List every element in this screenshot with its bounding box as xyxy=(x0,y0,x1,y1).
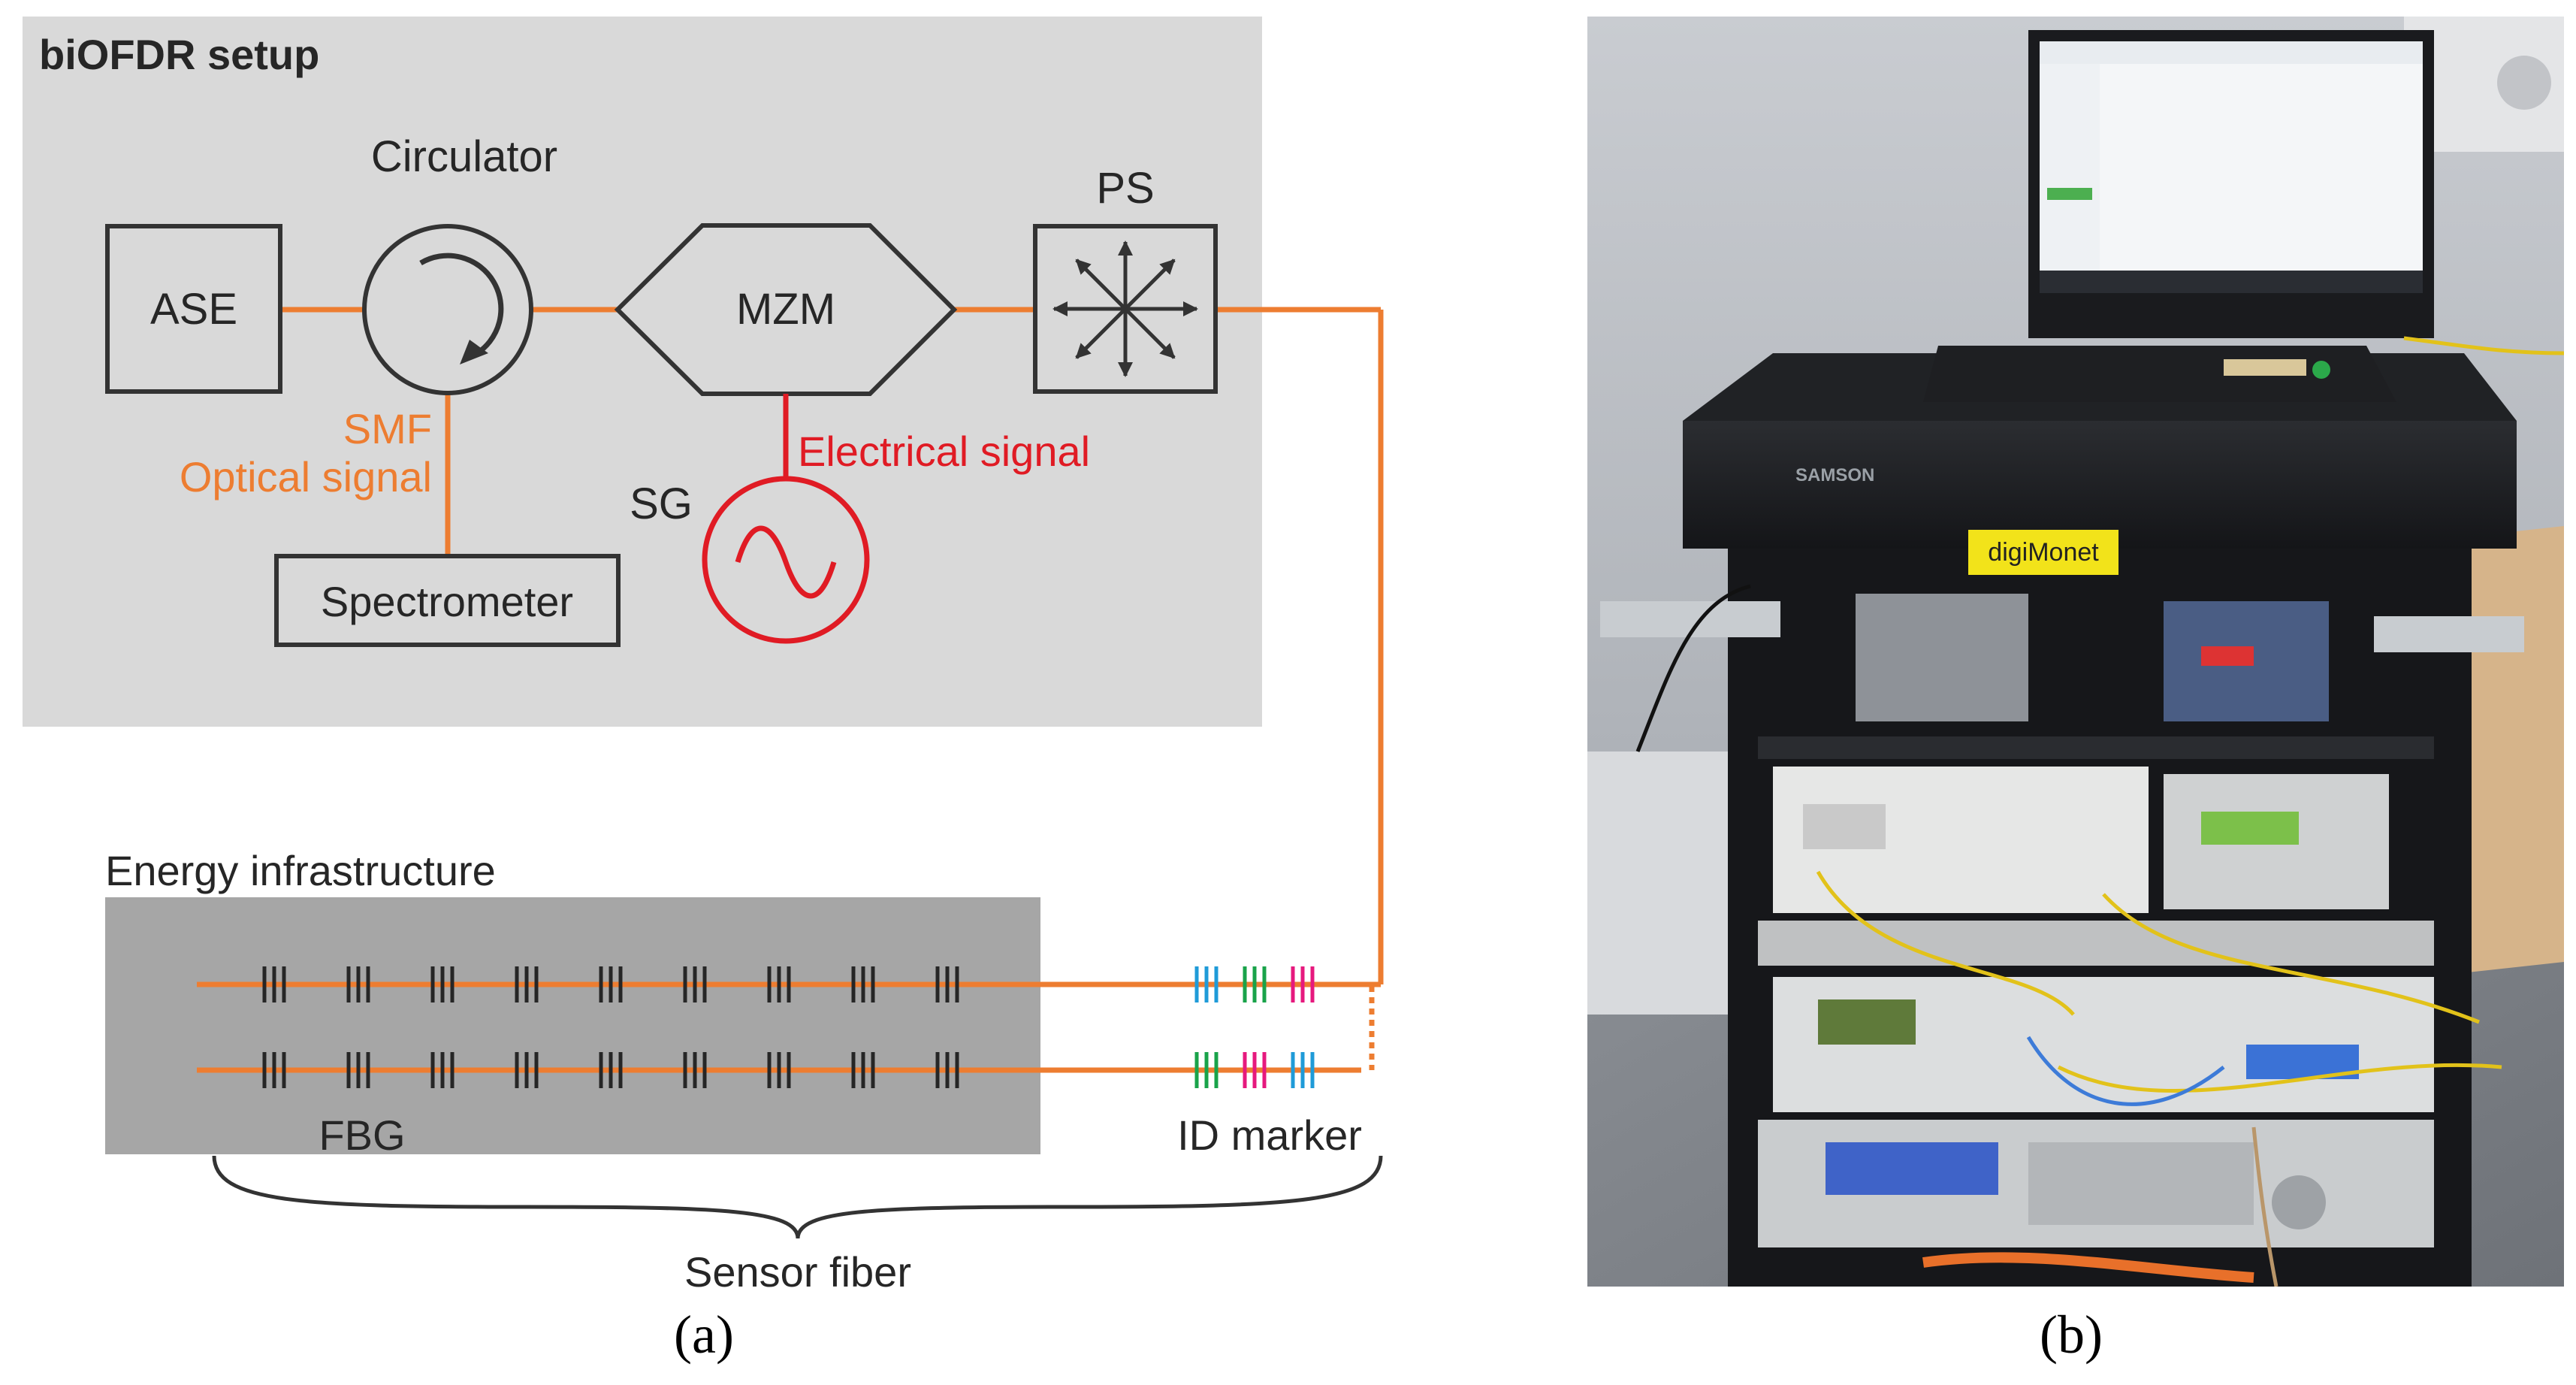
spectrometer-label: Spectrometer xyxy=(321,578,573,625)
ase-box xyxy=(105,224,282,394)
circulator-label: Circulator xyxy=(371,132,557,181)
sine-wave-icon xyxy=(735,525,837,599)
rack-label-tag xyxy=(1968,530,2118,575)
fbg-mark xyxy=(599,966,623,1002)
polarization-scrambler-icon xyxy=(1052,240,1198,377)
rack-front-top xyxy=(1683,421,2517,549)
fbg-mark xyxy=(935,966,959,1002)
ps-label: PS xyxy=(1096,164,1154,213)
photo-fiber-cables xyxy=(1635,336,2564,1287)
signal-generator-symbol xyxy=(702,476,870,644)
setup-title: biOFDR setup xyxy=(39,31,319,78)
id-marker-bars xyxy=(1243,1052,1267,1088)
fbg-mark xyxy=(851,966,875,1002)
mzm-label: MZM xyxy=(736,285,835,334)
fbg-mark xyxy=(935,1052,959,1088)
fbg-mark xyxy=(515,1052,539,1088)
infrastructure-background xyxy=(105,897,1040,1154)
id-marker-bars xyxy=(1194,1052,1219,1088)
fbg-mark xyxy=(515,966,539,1002)
fbg-mark xyxy=(346,1052,370,1088)
spectrometer-box xyxy=(274,554,621,647)
laptop-screen xyxy=(2040,41,2423,293)
sg-label: SG xyxy=(630,479,693,528)
optical-fiber-top xyxy=(280,307,1384,984)
fbg-label: FBG xyxy=(319,1111,405,1159)
circulator-symbol xyxy=(362,224,533,395)
caption-b: (b) xyxy=(2040,1305,2103,1365)
fbg-mark xyxy=(430,966,454,1002)
fbg-array-top xyxy=(262,966,959,1002)
id-marker-label: ID marker xyxy=(1177,1111,1362,1159)
id-marker-bars xyxy=(1291,966,1315,1002)
sensor-fiber-brace xyxy=(212,1155,1383,1239)
id-marker-top xyxy=(1194,966,1315,1002)
optical-signal-label: Optical signal xyxy=(180,453,432,500)
circulator-arrow-icon xyxy=(419,253,504,358)
fbg-mark xyxy=(346,966,370,1002)
setup-background xyxy=(23,17,1262,727)
id-marker-bars xyxy=(1243,966,1267,1002)
caption-a: (a) xyxy=(674,1305,734,1365)
energy-infrastructure-label: Energy infrastructure xyxy=(105,847,496,894)
fbg-mark xyxy=(599,1052,623,1088)
id-marker-bars xyxy=(1291,1052,1315,1088)
fbg-mark xyxy=(683,966,707,1002)
fbg-mark xyxy=(767,966,791,1002)
panel-a: biOFDR setup ASE Circulator MZM PS xyxy=(23,17,1384,1365)
fbg-mark xyxy=(851,1052,875,1088)
fbg-mark xyxy=(767,1052,791,1088)
fbg-mark xyxy=(430,1052,454,1088)
fbg-array-bottom xyxy=(262,1052,959,1088)
rack-label: digiMonet xyxy=(1988,538,2099,567)
rack-brand: SAMSON xyxy=(1795,465,1874,485)
electrical-signal-label: Electrical signal xyxy=(798,428,1090,475)
smf-label: SMF xyxy=(343,405,432,452)
fbg-mark xyxy=(683,1052,707,1088)
panel-b-photo: SAMSON digiMonet xyxy=(1587,17,2564,1365)
mzm-block xyxy=(614,223,958,396)
sensor-fiber-label: Sensor fiber xyxy=(684,1248,911,1296)
device-grey-box xyxy=(1856,594,2028,721)
id-marker-bottom xyxy=(1194,1052,1315,1088)
fbg-mark xyxy=(262,966,286,1002)
ase-label: ASE xyxy=(150,285,237,334)
fbg-mark xyxy=(262,1052,286,1088)
id-marker-bars xyxy=(1194,966,1219,1002)
ps-box xyxy=(1033,224,1218,394)
